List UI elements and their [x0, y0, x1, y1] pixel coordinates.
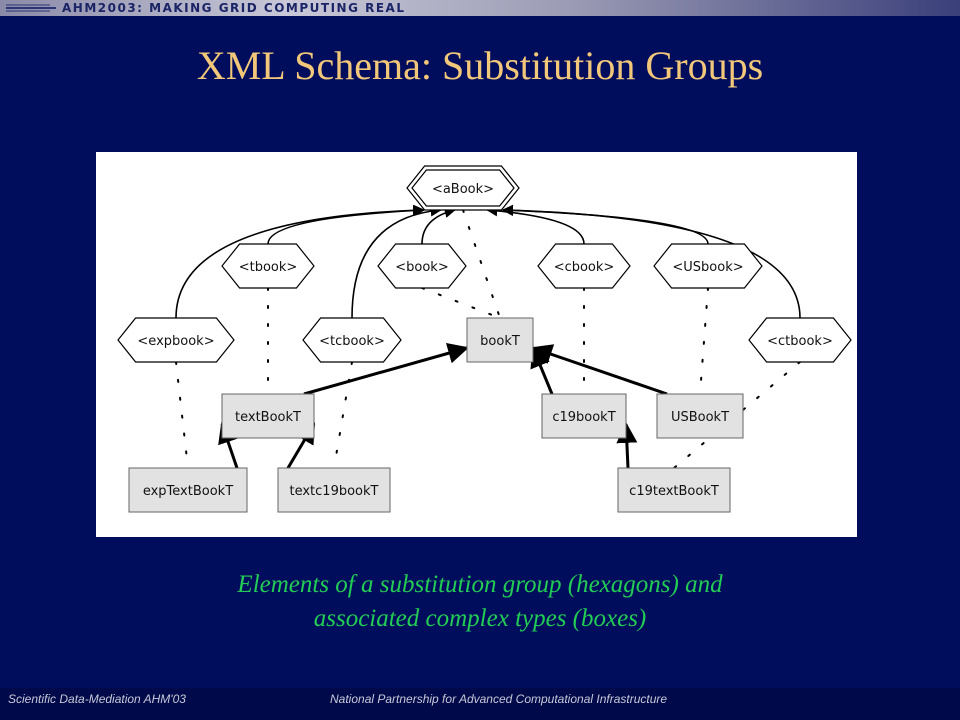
box-bookT: bookT: [466, 317, 534, 363]
substitution-edge-ctbook: [501, 204, 801, 319]
hexagon-label-expbook: <expbook>: [137, 334, 214, 349]
type-link-expbook-expTextBookT: [175, 361, 189, 469]
box-textc19bookT: textc19bookT: [277, 467, 391, 513]
substitution-edge-book: [421, 206, 456, 245]
box-USBookT: USBookT: [656, 393, 744, 439]
footer-right: National Partnership for Advanced Comput…: [330, 692, 668, 706]
hexagon-cbook: <cbook>: [537, 243, 631, 289]
hexagon-label-cbook: <cbook>: [554, 260, 615, 275]
box-textBookT: textBookT: [221, 393, 315, 439]
diagram-panel: <aBook> <tbook> <book> <cbook> <USbook> <expb…: [96, 152, 857, 537]
slide-title: XML Schema: Substitution Groups: [196, 43, 764, 88]
type-link-USbook-USBookT: [699, 287, 709, 395]
caption-line-2: associated complex types (boxes): [313, 605, 647, 632]
substitution-group-diagram: <aBook> <tbook> <book> <cbook> <USbook> <expb…: [117, 165, 852, 513]
box-label-expTextBookT: expTextBookT: [143, 484, 233, 499]
box-label-bookT: bookT: [480, 334, 520, 349]
substitution-edge-cbook: [486, 205, 585, 245]
banner-logo-icon: [6, 4, 56, 12]
hexagon-label-tcbook: <tcbook>: [319, 334, 385, 349]
hexagon-expbook: <expbook>: [117, 317, 235, 363]
type-link-tcbook-textc19bookT: [333, 361, 353, 469]
caption-line-1: Elements of a substitution group (hexago…: [237, 571, 723, 598]
footer-bar: [0, 688, 960, 720]
box-expTextBookT: expTextBookT: [128, 467, 248, 513]
hexagon-tcbook: <tcbook>: [302, 317, 402, 363]
box-label-textBookT: textBookT: [235, 410, 301, 425]
footer-left: Scientific Data-Mediation AHM'03: [8, 692, 186, 706]
hexagon-USbook: <USbook>: [653, 243, 763, 289]
type-link-book-bookT: [421, 287, 501, 319]
box-label-USBookT: USBookT: [671, 410, 729, 425]
box-c19bookT: c19bookT: [541, 393, 627, 439]
box-label-textc19bookT: textc19bookT: [290, 484, 379, 499]
caption: Elements of a substitution group (hexago…: [0, 568, 960, 636]
substitution-edge-expbook: [175, 204, 425, 319]
box-label-c19bookT: c19bookT: [552, 410, 615, 425]
hexagon-ctbook: <ctbook>: [748, 317, 852, 363]
box-label-c19textBookT: c19textBookT: [629, 484, 719, 499]
type-link-aBook-bookT: [462, 209, 501, 319]
hexagon-label-USbook: <USbook>: [672, 260, 743, 275]
hexagon-label-aBook: <aBook>: [432, 182, 494, 197]
extension-edge-textBookT-bookT: [303, 343, 470, 396]
top-banner: AHM2003: MAKING GRID COMPUTING REAL: [0, 0, 960, 16]
extension-edge-USBookT-bookT: [531, 344, 668, 396]
hexagon-label-ctbook: <ctbook>: [767, 334, 833, 349]
hexagon-label-tbook: <tbook>: [239, 260, 298, 275]
hexagon-label-book: <book>: [395, 260, 448, 275]
box-c19textBookT: c19textBookT: [617, 467, 731, 513]
hexagon-aBook: <aBook>: [406, 165, 520, 211]
hexagon-book: <book>: [377, 243, 467, 289]
banner-text: AHM2003: MAKING GRID COMPUTING REAL: [62, 1, 406, 15]
substitution-edge-tcbook: [351, 205, 442, 319]
hexagon-tbook: <tbook>: [221, 243, 315, 289]
